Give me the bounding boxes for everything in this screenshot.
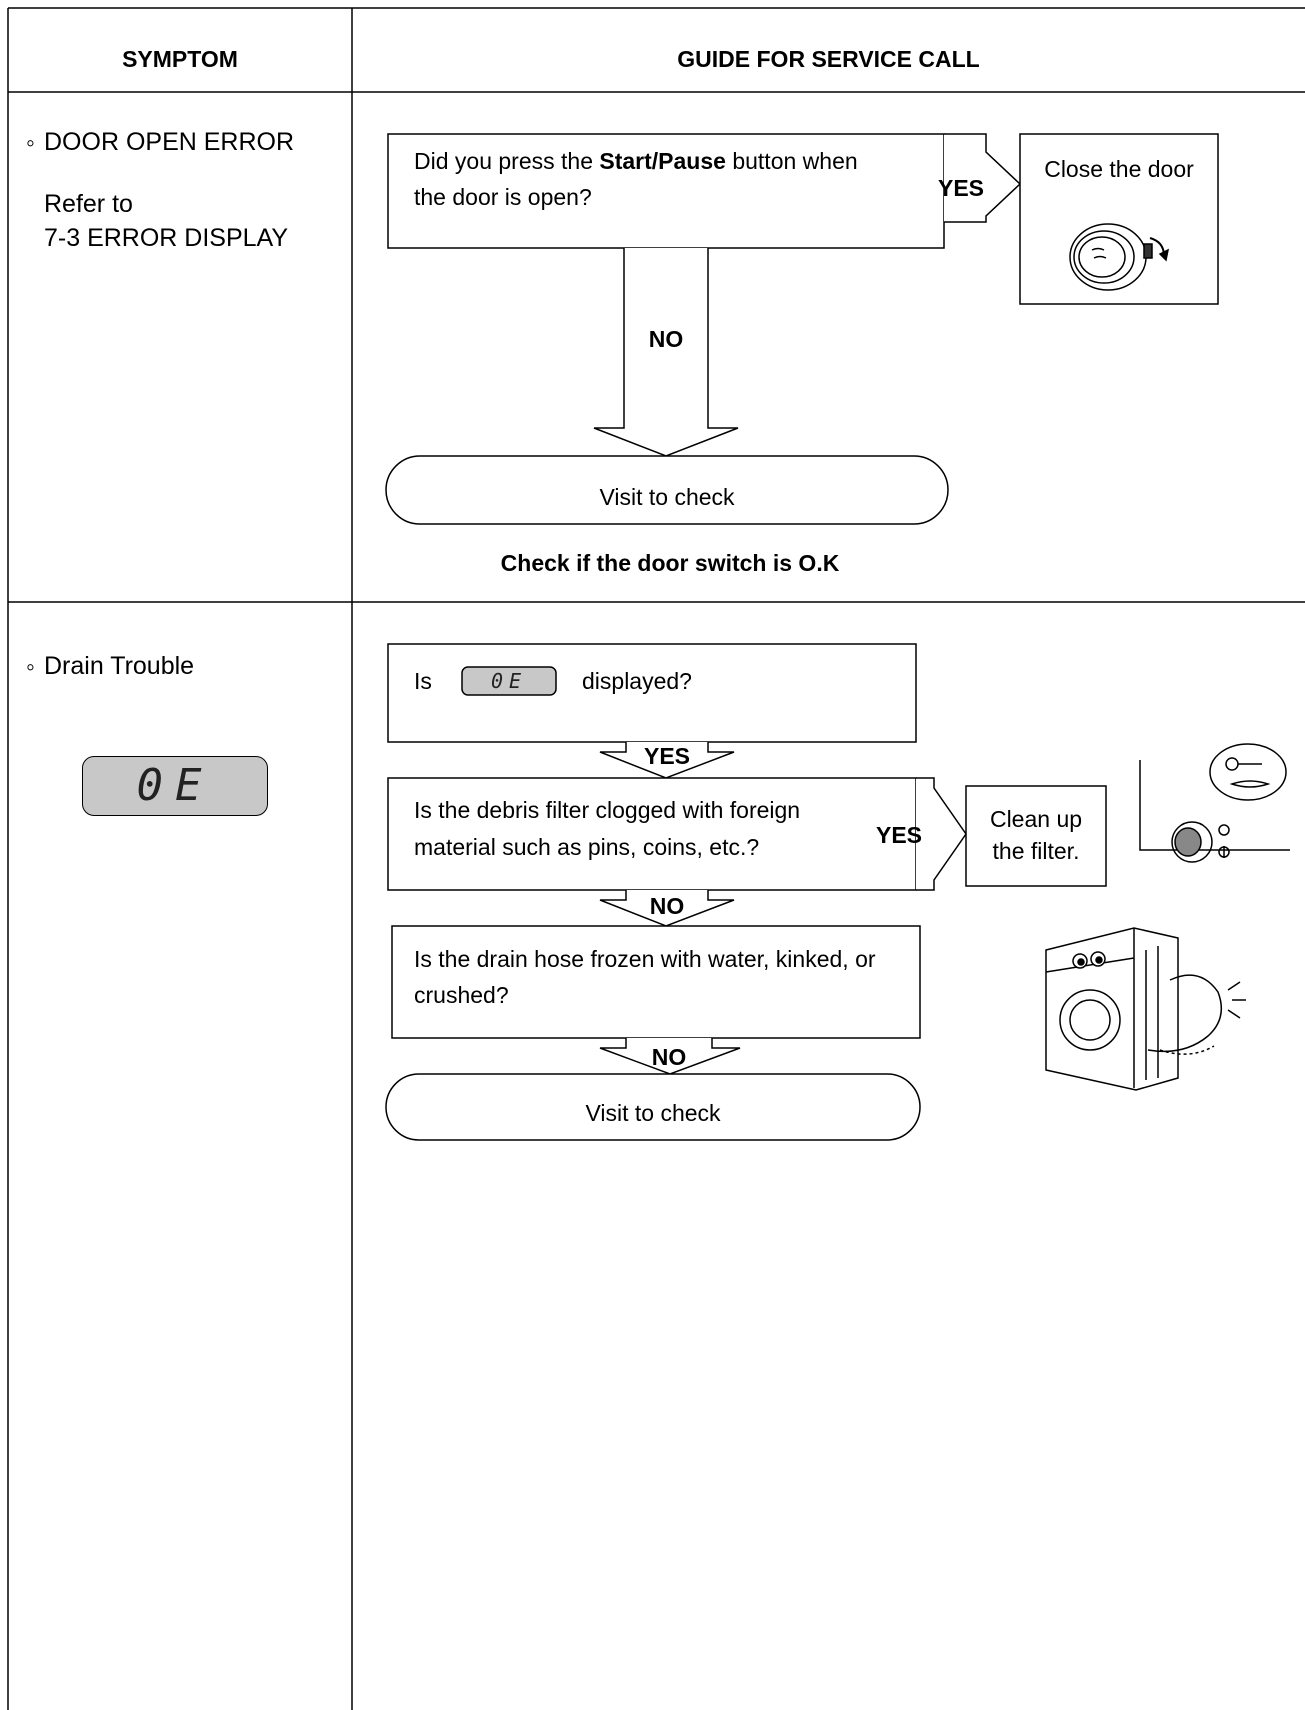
- q2-line1: Is the debris filter clogged with foreig…: [414, 797, 801, 823]
- header-symptom: SYMPTOM: [122, 46, 238, 72]
- symptom-door-open: DOOR OPEN ERROR: [44, 128, 295, 156]
- q1-suffix: displayed?: [582, 668, 692, 694]
- question-door-line2: the door is open?: [414, 184, 592, 210]
- action-close-door: Close the door: [1044, 156, 1194, 182]
- q3-box: [391, 925, 921, 1039]
- inline-error-display: [461, 666, 557, 696]
- refer-line-2: 7-3 ERROR DISPLAY: [44, 224, 289, 252]
- no-label-2: NO: [651, 1044, 687, 1070]
- clean-box: [965, 785, 1107, 887]
- no-label: NO: [648, 326, 684, 352]
- header-guide: GUIDE FOR SERVICE CALL: [677, 46, 980, 72]
- inline-error-code: 0E: [490, 669, 528, 693]
- bullet-icon: ◦: [26, 653, 35, 681]
- error-display: 0E: [82, 756, 268, 816]
- q3-line2: crushed?: [414, 982, 509, 1008]
- visit-label-2: Visit to check: [585, 1100, 721, 1126]
- yes-label-1: YES: [643, 743, 691, 769]
- no-label-1: NO: [649, 893, 685, 919]
- clean-line2: the filter.: [992, 838, 1080, 864]
- door-icon: [1069, 223, 1170, 291]
- q1-prefix: Is: [414, 668, 432, 694]
- visit-pill-2: [385, 1073, 921, 1141]
- action-box: [1019, 133, 1219, 305]
- q2-line2: material such as pins, coins, etc.?: [414, 834, 760, 860]
- q3-line1: Is the drain hose frozen with water, kin…: [414, 946, 876, 972]
- filter-icon: [1139, 743, 1290, 863]
- washing-machine-icon: [1045, 927, 1246, 1091]
- yes-label-2: YES: [876, 822, 923, 848]
- clean-line1: Clean up: [989, 806, 1083, 832]
- question-door: Did you press the Start/Pause button whe…: [414, 148, 858, 174]
- door-switch-note: Check if the door switch is O.K: [500, 550, 840, 576]
- symptom-drain: Drain Trouble: [44, 652, 195, 680]
- bullet-icon: ◦: [26, 129, 35, 157]
- q2-box: [387, 777, 917, 891]
- visit-label: Visit to check: [599, 484, 735, 510]
- error-code: 0E: [136, 760, 214, 811]
- yes-label: YES: [938, 175, 985, 201]
- refer-line-1: Refer to: [44, 190, 133, 218]
- visit-pill: [385, 455, 949, 525]
